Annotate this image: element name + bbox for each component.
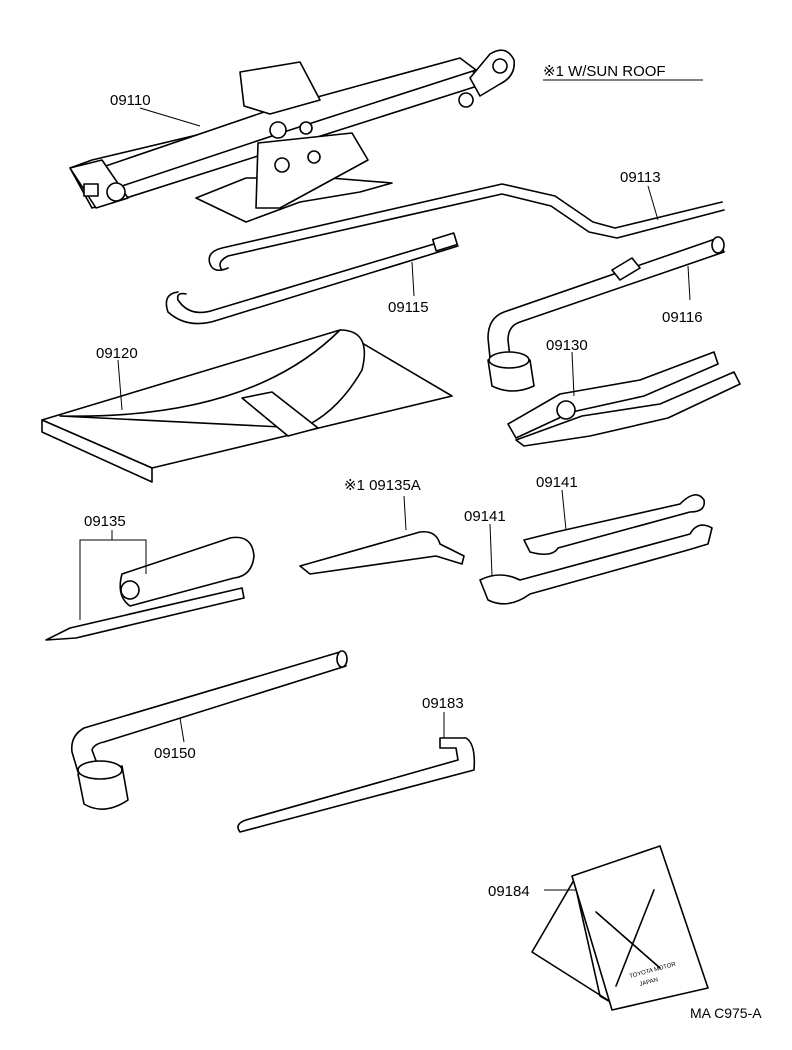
wrench-09116-end xyxy=(711,236,725,254)
wrench-09116-bar xyxy=(487,237,725,359)
label-09120: 09120 xyxy=(96,345,138,362)
leader-09135a xyxy=(403,495,407,531)
wrenches-09141: 09141 09141 xyxy=(464,474,713,605)
wrench-09116: 09116 xyxy=(487,236,725,392)
label-09150: 09150 xyxy=(154,745,196,762)
pliers-09130: 09130 xyxy=(507,337,741,447)
leader-09113 xyxy=(647,185,659,221)
bar-09183: 09183 xyxy=(237,695,476,833)
jack-screw-nut xyxy=(83,183,99,197)
pliers-09130-lower-handle xyxy=(515,371,741,447)
wrench-09150-bar xyxy=(70,651,347,773)
rod-09113-inner xyxy=(219,193,725,271)
chock-stamp-line2: JAPAN xyxy=(639,977,659,988)
bag-09120-side xyxy=(41,419,153,483)
jack-pivot-right xyxy=(307,150,321,164)
jack-eye-hole xyxy=(492,58,508,74)
wrench-09150-end xyxy=(336,650,348,668)
leader-09141-small xyxy=(561,489,567,531)
jack-top-head xyxy=(239,61,321,115)
leader-09130 xyxy=(571,351,575,397)
bag-09120: 09120 xyxy=(41,329,453,483)
wrench-09150-socket-rim xyxy=(77,760,123,780)
rod-09115-inner xyxy=(165,245,459,325)
leader-09115 xyxy=(411,261,415,297)
wrench-09141-large xyxy=(479,524,713,605)
screwdriver-09135: 09135 xyxy=(45,513,255,641)
jack-saddle xyxy=(255,132,369,209)
rod-09113-outline xyxy=(208,183,723,272)
wrench-09116-clip xyxy=(611,257,641,281)
bag-09120-flap xyxy=(59,329,366,429)
rod-09115-outline xyxy=(176,237,455,314)
rod-09115-tip xyxy=(431,232,459,252)
label-09141-small: 09141 xyxy=(536,474,578,491)
jack-pivot-top xyxy=(269,121,287,139)
leader-09116 xyxy=(687,265,691,301)
chock-09184: 09184 TOYOTA MOTOR JAPAN xyxy=(488,845,709,1011)
pliers-09130-pivot xyxy=(556,400,576,420)
tool-09135a-body xyxy=(299,530,465,575)
sunroof-note: ※1 W/SUN ROOF xyxy=(543,63,703,81)
leader-09120 xyxy=(117,359,123,411)
wrench-09150: 09150 xyxy=(70,650,348,810)
leader-09110 xyxy=(139,107,201,127)
leader-09150 xyxy=(179,717,185,743)
label-09135: 09135 xyxy=(84,513,126,530)
jack-pivot-mid xyxy=(299,121,313,135)
label-09110: 09110 xyxy=(110,92,151,109)
chock-09184-side xyxy=(531,879,615,1005)
label-09184: 09184 xyxy=(488,883,530,900)
chock-09184-x-mark xyxy=(595,889,661,987)
leader-09135 xyxy=(79,539,147,620)
rod-09115: 09115 xyxy=(165,232,459,325)
label-09113: 09113 xyxy=(620,169,661,186)
screwdriver-09135-cap xyxy=(120,580,140,600)
bar-09183-body xyxy=(237,737,476,833)
jack-end-pivot xyxy=(458,92,474,108)
label-09115: 09115 xyxy=(388,299,429,316)
leader-09141-large xyxy=(489,523,493,577)
sunroof-note-text: ※1 W/SUN ROOF xyxy=(543,63,666,80)
jack-screw-end xyxy=(106,182,126,202)
label-09141-large: 09141 xyxy=(464,508,506,525)
chock-09184-face xyxy=(571,845,709,1011)
jack-pivot-lower xyxy=(274,157,290,173)
bag-09120-strap xyxy=(241,391,319,437)
label-09130: 09130 xyxy=(546,337,588,354)
screwdriver-09135-shaft xyxy=(45,587,245,641)
label-09183: 09183 xyxy=(422,695,464,712)
label-09135a: ※1 09135A xyxy=(344,477,421,494)
wrench-09116-socket-rim xyxy=(488,351,530,369)
drawing-code: MA C975-A xyxy=(690,1005,762,1021)
tool-09135a: ※1 09135A xyxy=(299,477,465,575)
wrench-09141-small xyxy=(523,494,706,556)
label-09116: 09116 xyxy=(662,309,703,326)
rod-09113: 09113 xyxy=(208,169,725,272)
jack-09110: 09110 xyxy=(69,49,516,223)
jack-eye xyxy=(469,49,516,97)
